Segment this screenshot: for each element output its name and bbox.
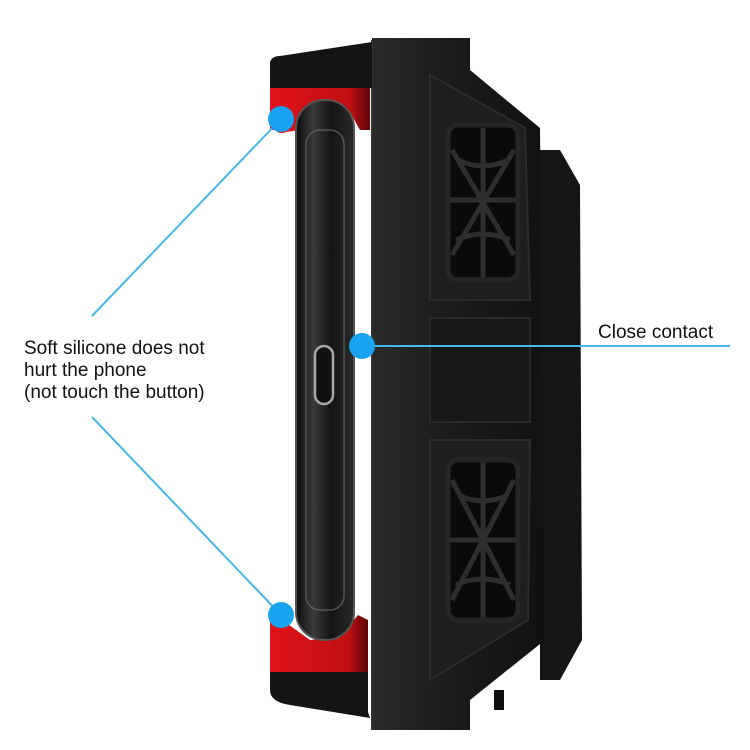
top-clamp: [270, 42, 372, 134]
callout-dots: [268, 106, 375, 628]
annotation-close-contact: Close contact: [598, 322, 714, 343]
top-vent: [445, 122, 521, 283]
callout-dot-top: [268, 106, 294, 132]
callout-lines: [91, 118, 730, 616]
annotation-silicone-line-3: (not touch the button): [24, 382, 205, 403]
bottom-clamp: [270, 615, 370, 718]
annotation-silicone: Soft silicone does not hurt the phone (n…: [24, 338, 205, 404]
annotation-silicone-line-2: hurt the phone: [24, 360, 147, 381]
callout-line-bottom: [91, 416, 282, 616]
phone: [295, 99, 355, 641]
callout-dot-bottom: [268, 602, 294, 628]
callout-line-top: [91, 118, 282, 317]
bottom-vent: [445, 457, 521, 623]
annotation-silicone-line-1: Soft silicone does not: [24, 338, 205, 359]
fan-housing: [494, 150, 582, 710]
phone-button: [313, 344, 335, 406]
callout-dot-contact: [349, 333, 375, 359]
